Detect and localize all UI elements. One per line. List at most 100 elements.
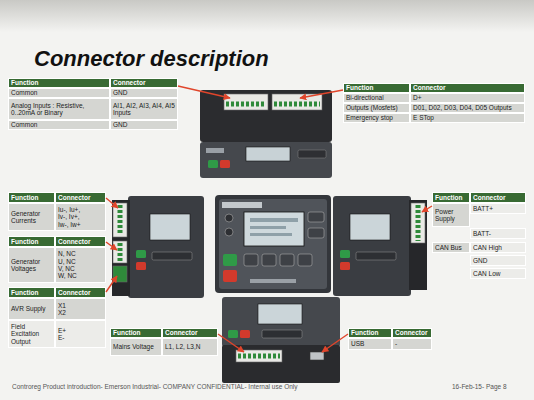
table-header-cell: Function xyxy=(8,192,55,203)
cell-text: Field Excitation Output xyxy=(11,323,52,345)
cell-text: Connector xyxy=(165,329,198,336)
cell-text: Common xyxy=(11,121,37,128)
button xyxy=(308,212,324,222)
table-cell: E STop xyxy=(410,113,525,123)
cell-text: Function xyxy=(11,194,38,201)
cell-text: CAN Bus xyxy=(435,244,462,251)
leader-arrow xyxy=(178,86,230,98)
table-cell: D01, D02, D03, D04, D05 Outputs xyxy=(410,103,525,113)
terminal-block xyxy=(113,203,127,237)
button xyxy=(298,254,312,266)
cell-text: GND xyxy=(113,89,127,96)
cell-text: Generator Voltages xyxy=(11,258,52,273)
cell-text: Power Supply xyxy=(435,208,467,223)
table-cell: Field Excitation Output xyxy=(8,320,55,348)
display xyxy=(244,212,304,246)
cell-text: Function xyxy=(11,79,38,86)
cell-text: Function xyxy=(351,329,378,336)
button-row xyxy=(298,150,326,158)
table-cell: BATT+ xyxy=(470,203,526,214)
start-button xyxy=(223,254,237,266)
device-body xyxy=(200,90,332,142)
cell-text: Connector xyxy=(58,289,91,296)
cell-text: D01, D02, D03, D04, D05 Outputs xyxy=(413,104,512,111)
table-cell: Common xyxy=(8,120,110,130)
footer-text: 16-Feb-15- Page 8 xyxy=(452,383,507,390)
display xyxy=(350,214,390,240)
controller-top-view xyxy=(200,90,332,178)
button xyxy=(244,254,258,266)
leader-arrow xyxy=(300,90,343,98)
button xyxy=(308,228,324,238)
brand-plate xyxy=(250,279,296,283)
button xyxy=(262,254,276,266)
cell-text: - xyxy=(395,340,397,347)
table-cell: GND xyxy=(110,88,178,98)
table-cell: Mains Voltage xyxy=(110,338,162,356)
leader-arrow xyxy=(218,334,244,352)
cell-text: Connector xyxy=(58,194,91,201)
table-cell: Common xyxy=(8,88,110,98)
table-cell: GND xyxy=(470,255,526,266)
table-cell: Emergency stop xyxy=(343,113,410,123)
table-header-cell: Function xyxy=(348,328,392,338)
display xyxy=(246,147,290,161)
cell-text: CAN Low xyxy=(473,270,500,277)
cell-text: Iu-, Iu+, Iv-, Iv+, Iw-, Iw+ xyxy=(58,206,88,228)
table-header-cell: Function xyxy=(343,83,410,93)
stop-button xyxy=(220,160,230,168)
display-line xyxy=(250,233,292,236)
device-front xyxy=(333,196,411,296)
table-cell: Outputs (Mosfets) xyxy=(343,103,410,113)
terminal-block xyxy=(224,94,268,110)
button-row xyxy=(152,252,192,260)
cell-text: Function xyxy=(346,84,373,91)
cell-text: L1, L2, L3,N xyxy=(165,343,200,350)
terminal-pins xyxy=(226,102,266,107)
table-cell: Analog Inputs : Resistive, 0..20mA or Bi… xyxy=(8,98,110,120)
table-cell: Iu-, Iu+, Iv-, Iv+, Iw-, Iw+ xyxy=(55,203,106,231)
device-side xyxy=(409,200,427,290)
start-button xyxy=(136,250,146,258)
slide-title: Connector description xyxy=(34,46,269,72)
stop-button xyxy=(240,330,250,338)
leader-arrow xyxy=(106,242,117,250)
cell-text: E STop xyxy=(413,114,434,121)
device-front xyxy=(219,199,327,289)
cell-text: Outputs (Mosfets) xyxy=(346,104,398,111)
leader-arrows xyxy=(106,86,432,352)
table-cell: BATT- xyxy=(470,228,526,239)
cell-text: Common xyxy=(11,89,37,96)
table-header-cell: Connector xyxy=(55,236,106,247)
table-cell: D+ xyxy=(410,93,525,103)
table-cell: GND xyxy=(110,120,178,130)
cell-text: Connector xyxy=(58,238,91,245)
device-side xyxy=(112,200,130,296)
table-header-cell: Connector xyxy=(110,78,178,88)
terminal-pins xyxy=(274,102,320,107)
stop-button xyxy=(223,270,237,282)
leader-arrow xyxy=(106,198,118,208)
table-header-cell: Connector xyxy=(55,287,106,298)
table-cell: N, NC U, NC V, NC W, NC xyxy=(55,247,106,283)
table-header-cell: Function xyxy=(8,236,55,247)
display-line xyxy=(250,218,298,222)
table-cell: Generator Currents xyxy=(8,203,55,231)
terminal-block xyxy=(272,94,322,110)
terminal-block xyxy=(236,350,282,362)
table-cell: Generator Voltages xyxy=(8,247,55,283)
cell-text: BATT- xyxy=(473,230,491,237)
cell-text: GND xyxy=(473,257,487,264)
table-cell: AVR Supply xyxy=(8,298,55,320)
cell-text: Connector xyxy=(413,84,446,91)
cell-text: Emergency stop xyxy=(346,114,393,121)
cell-text: Function xyxy=(11,238,38,245)
cell-text: GND xyxy=(113,121,127,128)
logo-plate xyxy=(222,202,262,208)
cell-text: Function xyxy=(435,194,462,201)
button xyxy=(225,214,233,222)
table-header-cell: Connector xyxy=(392,328,432,338)
start-button xyxy=(228,330,238,338)
